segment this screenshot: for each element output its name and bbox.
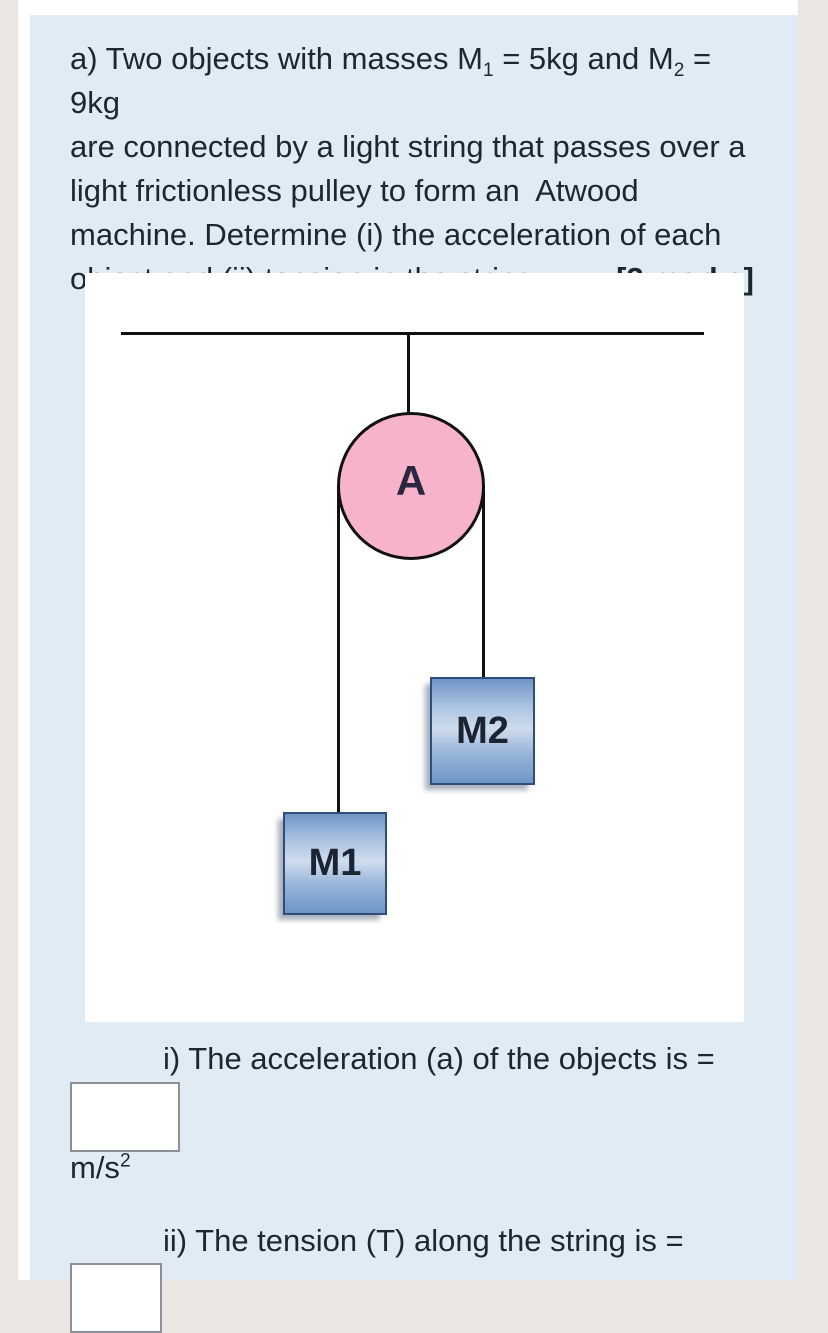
unit-exponent: 2 [119, 1150, 131, 1172]
atwood-machine-diagram: A M2 M1 [85, 273, 744, 1022]
question-line-2: are connected by a light string that pas… [70, 129, 746, 164]
subscript-1: 1 [482, 60, 494, 82]
string-to-m2 [482, 486, 485, 677]
tension-question-label: ii) The tension (T) along the string is … [163, 1223, 684, 1258]
pulley-label: A [395, 457, 427, 504]
mass-m2-label: M2 [456, 709, 509, 752]
acceleration-unit-label: m/s2 [70, 1150, 131, 1185]
question-line-1: a) Two objects with masses M1 = 5kg and … [70, 41, 720, 120]
question-text: a) Two objects with masses M1 = 5kg and … [70, 37, 754, 301]
mass-m1-label: M1 [308, 842, 362, 884]
quiz-screen: a) Two objects with masses M1 = 5kg and … [18, 0, 798, 1333]
tension-answer-input[interactable] [70, 1263, 162, 1333]
question-line-4: machine. Determine (i) the acceleration … [70, 217, 722, 252]
mass-m1-block: M1 [283, 812, 387, 915]
acceleration-question-label: i) The acceleration (a) of the objects i… [163, 1041, 715, 1076]
subscript-2: 2 [673, 60, 685, 82]
pulley-support-line [407, 332, 410, 415]
mass-m2-block: M2 [430, 677, 535, 785]
acceleration-answer-input[interactable] [70, 1082, 180, 1152]
pulley: A [337, 412, 485, 560]
string-to-m1 [337, 486, 340, 812]
ceiling-line [121, 332, 704, 335]
question-line-3: light frictionless pulley to form an Atw… [70, 173, 639, 208]
